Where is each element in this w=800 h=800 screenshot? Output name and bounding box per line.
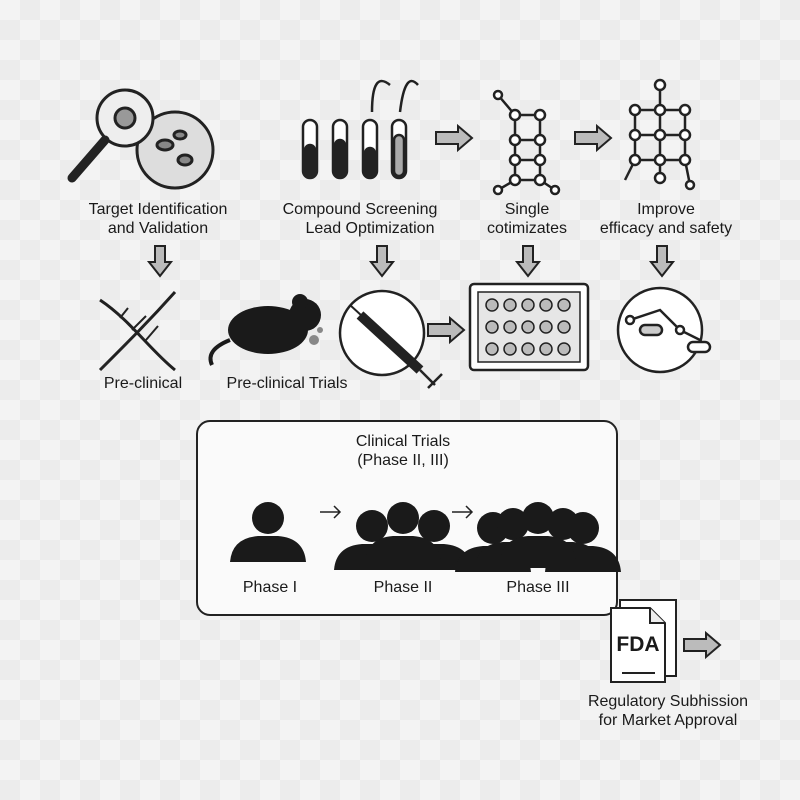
well-plate-icon: [468, 282, 590, 372]
magnifier-cell-icon: [67, 88, 215, 190]
molecule-network-icon: [623, 78, 696, 191]
right-arrow-icon: [435, 125, 473, 151]
right-arrow-icon: [574, 125, 612, 151]
phase-3-label: Phase III: [506, 579, 570, 596]
dna-icon: [98, 291, 177, 372]
down-arrow-icon: [516, 245, 540, 277]
syringe-icon: [338, 289, 443, 389]
phase-1-label: Phase I: [242, 579, 298, 596]
down-arrow-icon: [370, 245, 394, 277]
phase-2-label: Phase II: [373, 579, 433, 596]
test-tubes-icon: [301, 79, 419, 180]
down-arrow-icon: [650, 245, 674, 277]
right-arrow-icon: [427, 317, 465, 343]
down-arrow-icon: [148, 245, 172, 277]
mouse-icon: [208, 294, 323, 366]
clinical-trials-title: Clinical Trials(Phase II, III): [355, 433, 451, 469]
preclinical-trials-label: Pre-clinical Trials: [226, 375, 348, 392]
fda-label: FDA: [616, 633, 660, 656]
preclinical-label: Pre-clinical: [103, 375, 183, 392]
pills-molecule-icon: [616, 286, 712, 374]
molecule-icon: [492, 89, 561, 196]
